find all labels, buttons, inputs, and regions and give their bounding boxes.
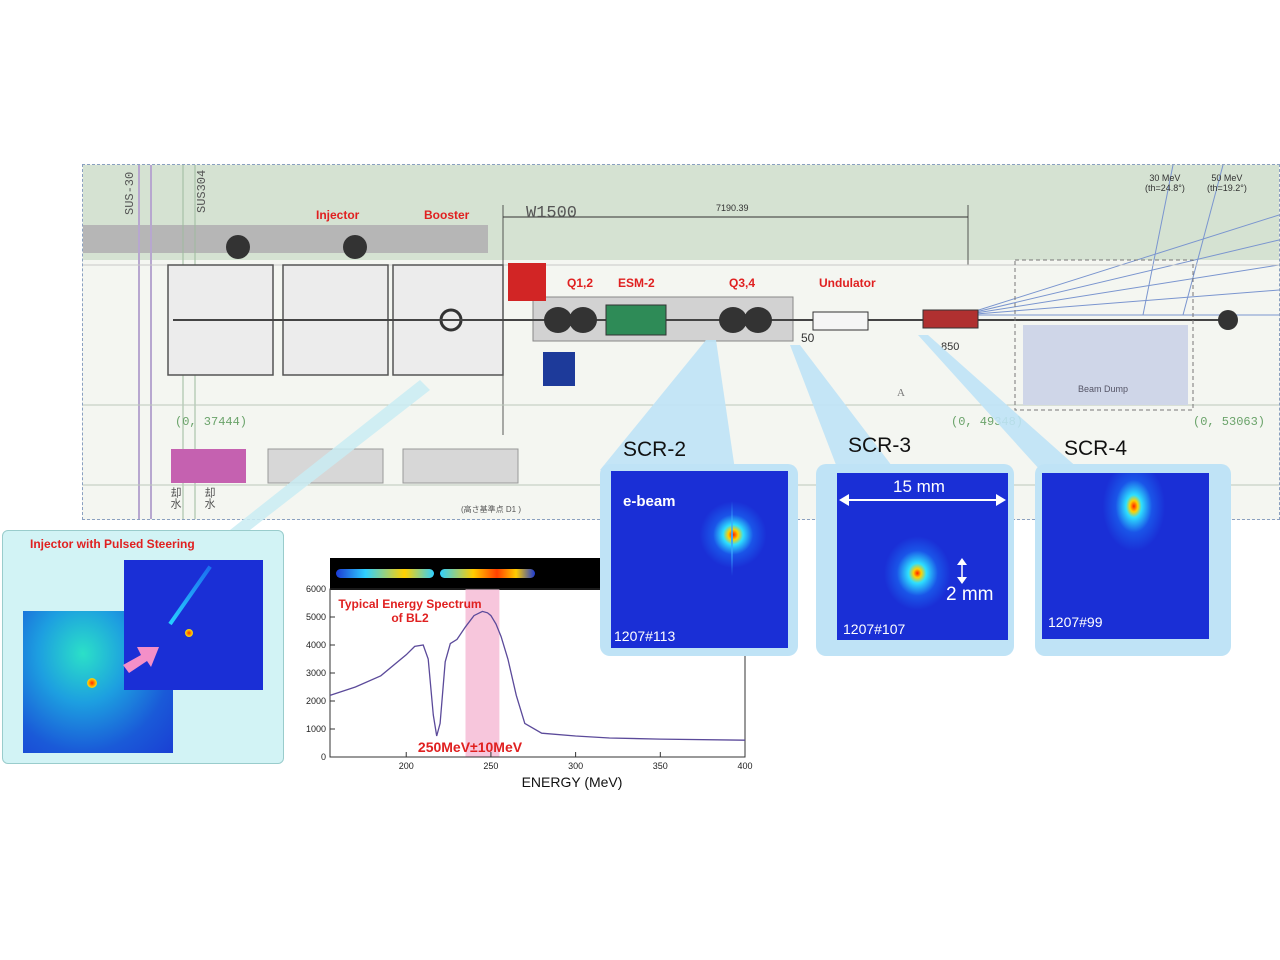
esm2-label: ESM-2 [618, 276, 655, 290]
height-arrow-icon [957, 558, 967, 584]
rf-component [226, 235, 250, 259]
y-tick-label: 2000 [306, 696, 326, 706]
beam-dump-area [1014, 259, 1194, 411]
y-tick-label: 0 [321, 752, 326, 762]
scr2-image: e-beam 1207#113 [611, 471, 788, 648]
dim-850-label: 850 [941, 341, 960, 353]
quad-magnet [569, 307, 597, 333]
marker-a: A [897, 387, 905, 399]
ebeam-label: e-beam [623, 493, 676, 510]
total-length-label: 7190.39 [716, 203, 749, 213]
undulator-label: Undulator [819, 276, 876, 290]
coord-3-label: (0, 53063) [1193, 415, 1266, 429]
y-axis: 0 1000 2000 3000 4000 5000 6000 [306, 585, 335, 762]
y-tick-label: 1000 [306, 724, 326, 734]
dim-50-label: 50 [801, 331, 815, 345]
x-axis: 200 250 300 350 400 [399, 752, 753, 771]
y-tick-label: 3000 [306, 668, 326, 678]
scr3-connector [790, 345, 895, 470]
scr4-title: SCR-4 [1064, 437, 1128, 460]
q12-label: Q1,2 [567, 276, 594, 290]
scr3-width-label: 15 mm [893, 477, 945, 496]
scr2-title: SCR-2 [623, 438, 687, 461]
spectrum-stripe-right [440, 569, 535, 578]
beam-streak [168, 565, 212, 626]
scr3-title: SCR-3 [848, 434, 912, 457]
scr4-connector [918, 335, 1080, 470]
ref-point-label: (高さ基準点 D1 ) [461, 505, 521, 514]
detector-component [1218, 310, 1238, 330]
beamline-layout-drawing: SUS-30 SUS304 W1500 7190.39 30 MeV (th=2… [82, 164, 1280, 520]
injector-panel: Injector with Pulsed Steering [2, 530, 284, 764]
scr3-image: 15 mm 2 mm 1207#107 [837, 473, 1008, 640]
hatched-block [402, 448, 519, 484]
chart-title-line2: of BL2 [391, 611, 429, 625]
scr3-height-label: 2 mm [946, 584, 994, 605]
beam-fan-line [962, 239, 1279, 316]
spectrum-line [329, 610, 746, 741]
cooling-label-2: 却水 [203, 487, 215, 509]
spectrum-chart: 0 1000 2000 3000 4000 5000 6000 200 250 300 350 40… [306, 585, 753, 790]
energy-30-label: 30 MeV (th=24.8°) [1145, 173, 1185, 193]
scr4-panel: 1207#99 [1035, 464, 1231, 656]
beam-dump-block [1023, 325, 1188, 405]
scr2-panel: e-beam 1207#113 [600, 464, 798, 656]
x-tick-label: 200 [399, 761, 414, 771]
beam-fan-line [962, 264, 1279, 316]
quad-magnet [544, 307, 572, 333]
energy-band-highlight [465, 589, 500, 757]
width-label: W1500 [526, 204, 578, 223]
x-axis-title: ENERGY (MeV) [522, 774, 623, 790]
blue-block [543, 352, 575, 386]
q34-label: Q3,4 [729, 276, 756, 290]
x-tick-label: 250 [483, 761, 498, 771]
injector-label: Injector [316, 208, 360, 222]
beam-dump-label: Beam Dump [1078, 384, 1129, 394]
scr3-panel: 15 mm 2 mm 1207#107 [816, 464, 1014, 656]
y-tick-label: 4000 [306, 640, 326, 650]
cooling-label-1: 却水 [169, 487, 181, 509]
esm2-block [605, 304, 667, 336]
spectrum-stripe [330, 558, 602, 590]
beam-tail [731, 501, 733, 576]
x-tick-label: 350 [653, 761, 668, 771]
energy-50-value: 50 MeV [1211, 173, 1243, 183]
angle-30-value: (th=24.8°) [1145, 183, 1185, 193]
x-tick-label: 300 [568, 761, 583, 771]
arrow-icon [123, 647, 159, 673]
x-tick-label: 400 [737, 761, 752, 771]
scr4-shot-id: 1207#99 [1048, 614, 1103, 630]
scr2-connector [600, 340, 735, 470]
energy-band-label: 250MeV±10MeV [418, 739, 523, 755]
beam-fan-line [962, 289, 1279, 316]
width-arrow-icon [839, 494, 1006, 506]
rf-component [343, 235, 367, 259]
y-tick-label: 5000 [306, 612, 326, 622]
beam-spot [185, 629, 193, 637]
alignment-label-box [171, 449, 246, 483]
scr2-shot-id: 1207#113 [614, 628, 676, 644]
quad-magnet [744, 307, 772, 333]
spectrometer-block [922, 309, 979, 329]
coord-1-label: (0, 37444) [175, 415, 248, 429]
scr4-image: 1207#99 [1042, 473, 1209, 639]
quad-magnet [719, 307, 747, 333]
booster-label: Booster [424, 208, 470, 222]
injector-connector [230, 380, 430, 530]
beam-fan-line [1142, 165, 1174, 316]
energy-30-value: 30 MeV [1149, 173, 1181, 183]
spectrum-stripe-left [336, 569, 434, 578]
injector-panel-title: Injector with Pulsed Steering [30, 537, 195, 551]
angle-50-value: (th=19.2°) [1207, 183, 1247, 193]
beam-spot [87, 678, 97, 688]
energy-50-label: 50 MeV (th=19.2°) [1207, 173, 1247, 193]
chart-title-line1: Typical Energy Spectrum [338, 597, 481, 611]
y-tick-label: 6000 [306, 585, 326, 594]
red-block [508, 263, 546, 301]
scr3-shot-id: 1207#107 [843, 621, 906, 637]
injector-image-after [124, 560, 263, 690]
beam-fan-line [1182, 165, 1224, 316]
undulator-block [812, 311, 869, 331]
